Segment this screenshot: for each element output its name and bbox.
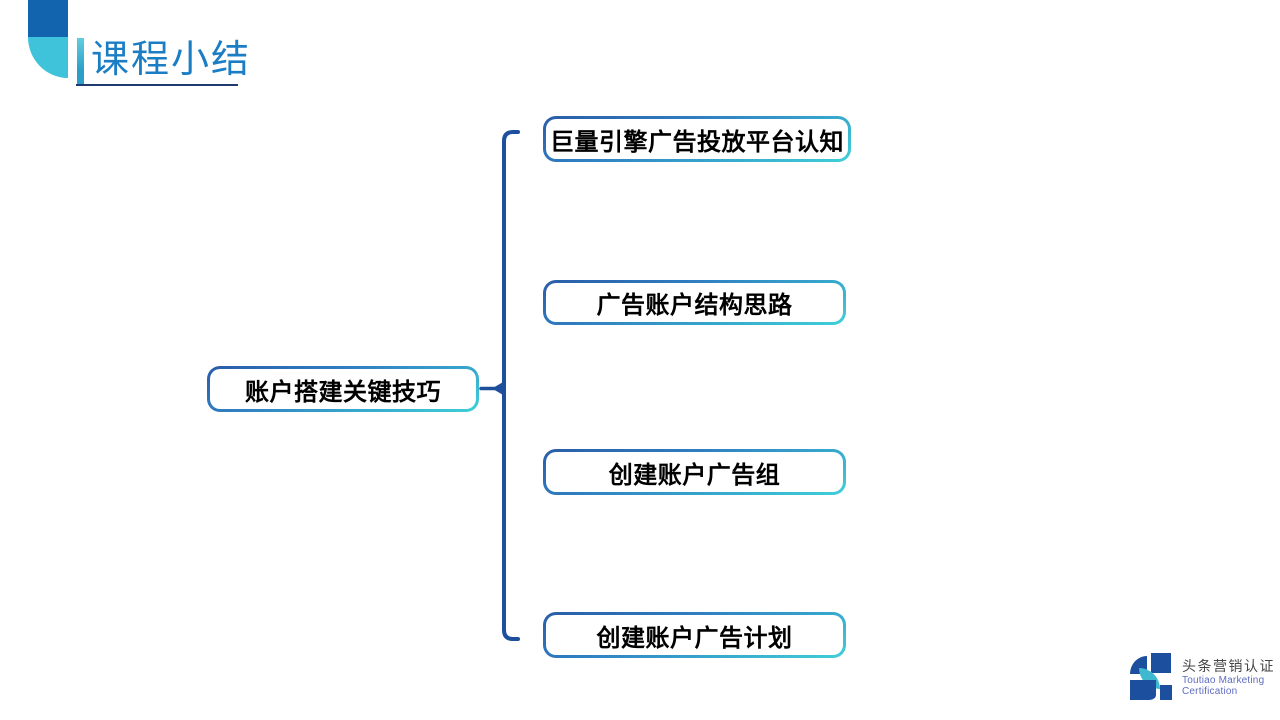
toutiao-logo-icon (1130, 653, 1172, 700)
corner-decoration-square (28, 0, 68, 37)
branch-node-label: 巨量引擎广告投放平台认知 (546, 119, 848, 159)
logo-text-chinese: 头条营销认证 (1182, 657, 1275, 674)
logo-shape-square-top-right (1151, 653, 1171, 673)
logo-text-english-line2: Certification (1182, 685, 1238, 697)
corner-decoration-quarter-circle (28, 37, 68, 78)
toutiao-marketing-certification-logo: 头条营销认证 Toutiao Marketing Certification (1130, 653, 1275, 700)
branch-node-label: 创建账户广告计划 (546, 615, 843, 655)
branch-node-create-ad-plan: 创建账户广告计划 (543, 612, 846, 658)
branch-node-label: 创建账户广告组 (546, 452, 843, 492)
brace-center-point (492, 381, 504, 396)
root-node-label: 账户搭建关键技巧 (210, 369, 476, 409)
logo-shape-square-bottom-left (1130, 680, 1156, 700)
logo-text-block: 头条营销认证 Toutiao Marketing Certification (1182, 657, 1275, 697)
branch-node-create-ad-group: 创建账户广告组 (543, 449, 846, 495)
title-underline (76, 84, 238, 86)
title-accent-bar (77, 38, 84, 84)
branch-node-account-structure: 广告账户结构思路 (543, 280, 846, 325)
branch-node-platform-cognition: 巨量引擎广告投放平台认知 (543, 116, 851, 162)
page-title: 课程小结 (91, 39, 252, 81)
logo-shape-square-bottom-right (1160, 685, 1172, 700)
logo-text-english-line1: Toutiao Marketing (1182, 674, 1265, 686)
root-node: 账户搭建关键技巧 (207, 366, 479, 412)
branch-node-label: 广告账户结构思路 (546, 283, 843, 322)
bracket-spine (502, 130, 520, 641)
